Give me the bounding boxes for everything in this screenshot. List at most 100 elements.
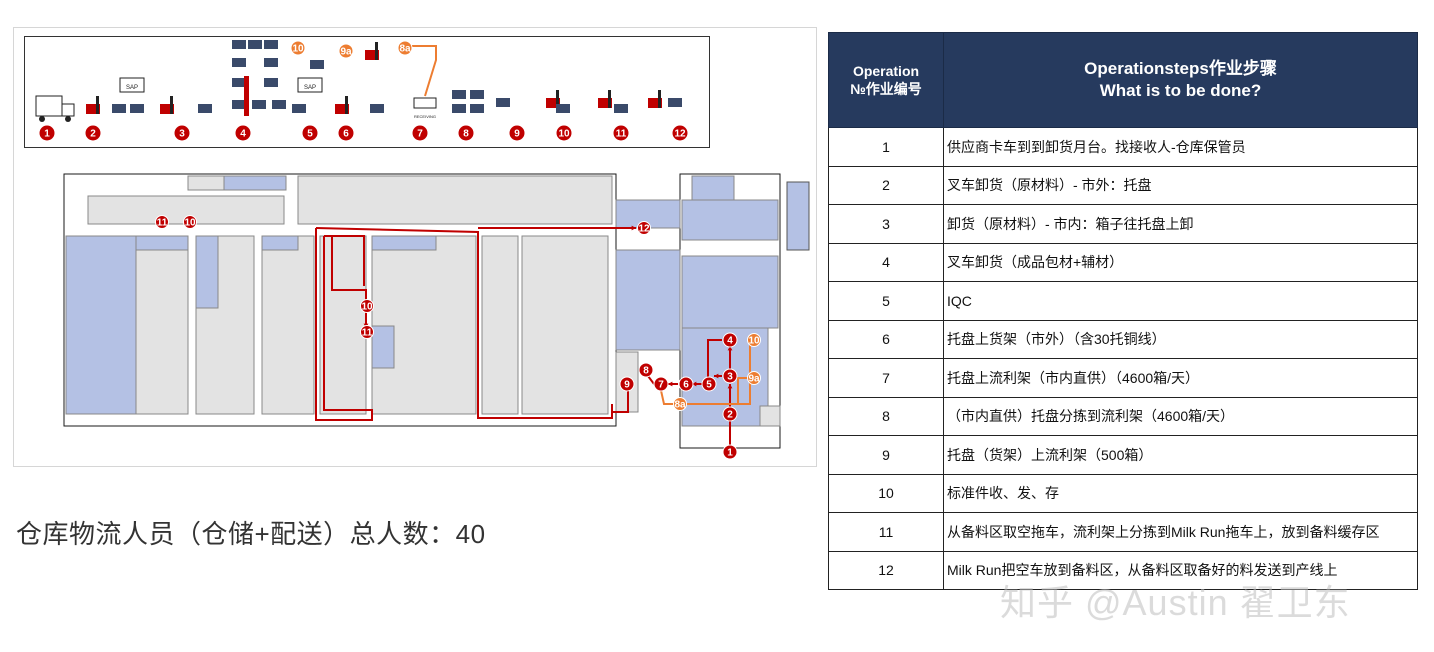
sap-terminal-icon bbox=[119, 77, 145, 93]
step-marker-label: 10 bbox=[748, 336, 760, 347]
red-route bbox=[707, 339, 722, 384]
strip-step-marker bbox=[337, 124, 355, 142]
header-step-line2: What is to be done? bbox=[1099, 81, 1262, 100]
step-marker-label: 1 bbox=[44, 129, 50, 140]
sap-terminal-icon bbox=[297, 77, 323, 93]
step-marker-label: 10 bbox=[184, 218, 196, 229]
header-operation-number: Operation №作业编号 bbox=[828, 32, 944, 128]
step-marker-label: 6 bbox=[683, 380, 689, 391]
row-step: 托盘上货架（市外）（含30托铜线） bbox=[943, 319, 1418, 359]
row-num: 1 bbox=[828, 127, 944, 167]
floor-step-marker bbox=[638, 362, 654, 378]
row-num: 11 bbox=[828, 512, 944, 552]
truck-icon bbox=[35, 95, 63, 117]
arrow-head bbox=[727, 346, 733, 351]
header-num-line2: №作业编号 bbox=[850, 81, 922, 97]
strip-step-marker bbox=[508, 124, 526, 142]
row-num: 10 bbox=[828, 473, 944, 513]
pallet-icon bbox=[252, 100, 266, 109]
row-num: 3 bbox=[828, 204, 944, 244]
floor-step-marker bbox=[701, 376, 717, 392]
pallet-icon bbox=[264, 78, 278, 87]
step-marker-label: 3 bbox=[179, 129, 185, 140]
arrow-head bbox=[692, 381, 697, 387]
row-step: 从备料区取空拖车，流利架上分拣到Milk Run拖车上，放到备料缓存区 bbox=[943, 512, 1418, 552]
forklift-mast-icon bbox=[375, 42, 378, 60]
pallet-icon bbox=[112, 104, 126, 113]
floor-step-marker bbox=[722, 368, 738, 384]
forklift-mast-icon bbox=[658, 90, 661, 108]
forklift-icon bbox=[546, 98, 560, 108]
storage-area-blue bbox=[371, 325, 395, 369]
row-step: （市内直供）托盘分拣到流利架（4600箱/天） bbox=[943, 396, 1418, 436]
row-step: 托盘（货架）上流利架（500箱） bbox=[943, 435, 1418, 475]
forklift-icon bbox=[365, 50, 379, 60]
forklift-mast-icon bbox=[170, 96, 173, 114]
forklift-icon bbox=[335, 104, 349, 114]
diagram-frame bbox=[13, 27, 817, 467]
step-marker-label: 10 bbox=[361, 302, 373, 313]
header-step-line1: Operationsteps作业步骤 bbox=[1084, 59, 1277, 78]
strip-step-marker bbox=[84, 124, 102, 142]
dock-area-blue bbox=[681, 255, 779, 329]
arrow-head bbox=[668, 381, 673, 387]
row-num: 4 bbox=[828, 242, 944, 282]
storage-area-blue bbox=[135, 235, 189, 251]
step-marker-label: 9 bbox=[624, 380, 630, 391]
forklift-mast-icon bbox=[556, 90, 559, 108]
step-marker-label: 8a bbox=[674, 400, 686, 411]
pallet-icon bbox=[292, 104, 306, 113]
row-num: 5 bbox=[828, 281, 944, 321]
forklift-mast-icon bbox=[345, 96, 348, 114]
floor-step-marker bbox=[653, 376, 669, 392]
pallet-icon bbox=[248, 40, 262, 49]
step-marker-label: 2 bbox=[727, 410, 733, 421]
pallet-icon bbox=[668, 98, 682, 107]
strip-orange-marker bbox=[338, 43, 354, 59]
step-marker-label: 6 bbox=[343, 129, 349, 140]
row-num: 2 bbox=[828, 165, 944, 205]
rack-area bbox=[481, 235, 519, 415]
floor-step-marker bbox=[183, 215, 197, 229]
floor-step-marker bbox=[360, 299, 374, 313]
headcount-text: 仓库物流人员（仓储+配送）总人数：40 bbox=[16, 519, 486, 549]
step-marker-label: 9 bbox=[514, 129, 520, 140]
storage-area-blue bbox=[371, 235, 437, 251]
table-header-row: Operation №作业编号 Operationsteps作业步骤 What … bbox=[828, 32, 1418, 128]
pallet-icon bbox=[232, 40, 246, 49]
row-num: 8 bbox=[828, 396, 944, 436]
floor-orange-marker bbox=[747, 371, 761, 385]
floor-step-marker bbox=[619, 376, 635, 392]
rack-area bbox=[135, 235, 189, 415]
truck-wheel-icon bbox=[65, 116, 71, 122]
step-marker-label: 11 bbox=[616, 129, 627, 140]
arrow-head bbox=[631, 225, 636, 231]
row-step: 供应商卡车到到卸货月台。找接收人-仓库保管员 bbox=[943, 127, 1418, 167]
arrow-head bbox=[727, 384, 733, 389]
red-route bbox=[315, 228, 373, 421]
rack-area bbox=[261, 235, 315, 415]
strip-orange-route bbox=[412, 45, 437, 97]
strip-orange-marker bbox=[397, 40, 413, 56]
forklift-icon bbox=[648, 98, 662, 108]
strip-step-marker bbox=[411, 124, 429, 142]
receiving-desk-icon bbox=[413, 97, 437, 109]
step-marker-label: 2 bbox=[90, 129, 96, 140]
floor-step-marker bbox=[155, 215, 169, 229]
dock-area bbox=[759, 405, 781, 427]
strip-step-marker bbox=[671, 124, 689, 142]
storage-area bbox=[297, 175, 613, 225]
step-marker-label: 4 bbox=[727, 336, 733, 347]
pallet-icon bbox=[264, 40, 278, 49]
rack-area bbox=[371, 235, 477, 415]
step-marker-label: 8 bbox=[643, 366, 649, 377]
truck-cab-icon bbox=[61, 103, 75, 117]
floor-orange-marker bbox=[747, 333, 761, 347]
strip-step-marker bbox=[612, 124, 630, 142]
floor-step-marker bbox=[637, 221, 651, 235]
